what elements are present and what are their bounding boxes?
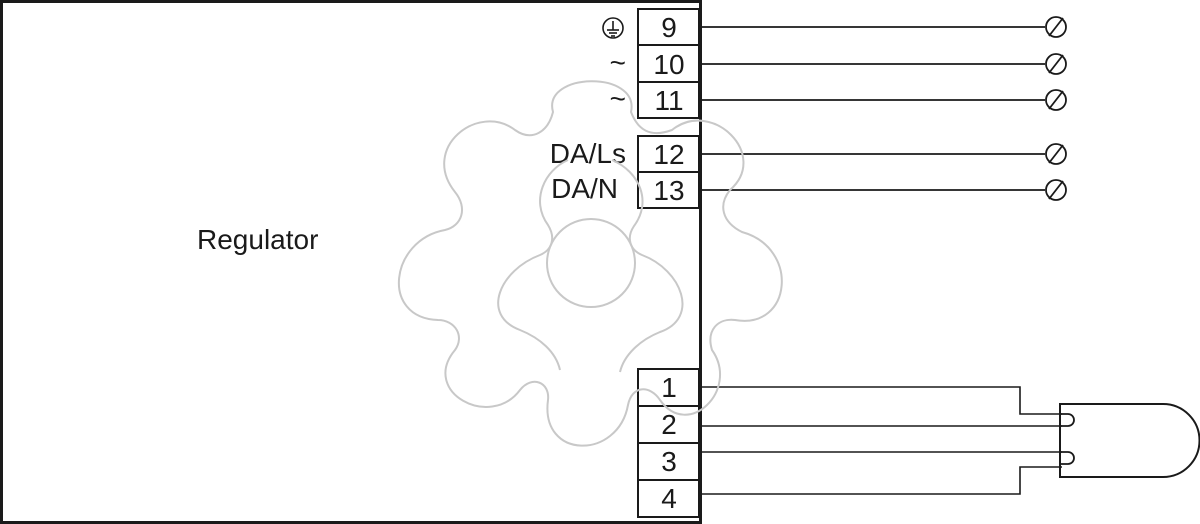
regulator-box bbox=[0, 0, 702, 524]
side-label-10: ~ bbox=[610, 47, 626, 78]
watermark-flower-logo bbox=[398, 80, 783, 447]
top-wires bbox=[699, 26, 1045, 191]
terminal-number-2: 2 bbox=[661, 409, 677, 440]
side-label-13: DA/N bbox=[551, 173, 618, 204]
sensor-pin-lower bbox=[1060, 451, 1075, 465]
sensor-body bbox=[1059, 403, 1200, 478]
terminal-number-3: 3 bbox=[661, 446, 677, 477]
circle-slash-terminal-icon bbox=[1045, 16, 1067, 38]
earth-ground-icon bbox=[602, 17, 624, 39]
terminal-number-10: 10 bbox=[653, 49, 684, 80]
circle-slash-terminal-icon bbox=[1045, 89, 1067, 111]
terminal-number-1: 1 bbox=[661, 372, 677, 403]
terminal-number-9: 9 bbox=[661, 12, 677, 43]
terminal-number-13: 13 bbox=[653, 175, 684, 206]
circle-slash-terminal-icon bbox=[1045, 143, 1067, 165]
terminal-number-4: 4 bbox=[661, 483, 677, 514]
side-label-11: ~ bbox=[610, 83, 626, 114]
sensor-pin-upper bbox=[1060, 413, 1075, 427]
terminal-number-12: 12 bbox=[653, 139, 684, 170]
circle-slash-terminal-icon bbox=[1045, 53, 1067, 75]
terminal-number-11: 11 bbox=[654, 85, 683, 116]
circle-slash-terminal-icon bbox=[1045, 179, 1067, 201]
bottom-wires bbox=[699, 386, 1062, 495]
terminal-box-4 bbox=[637, 479, 700, 518]
regulator-label: Regulator bbox=[197, 224, 318, 255]
